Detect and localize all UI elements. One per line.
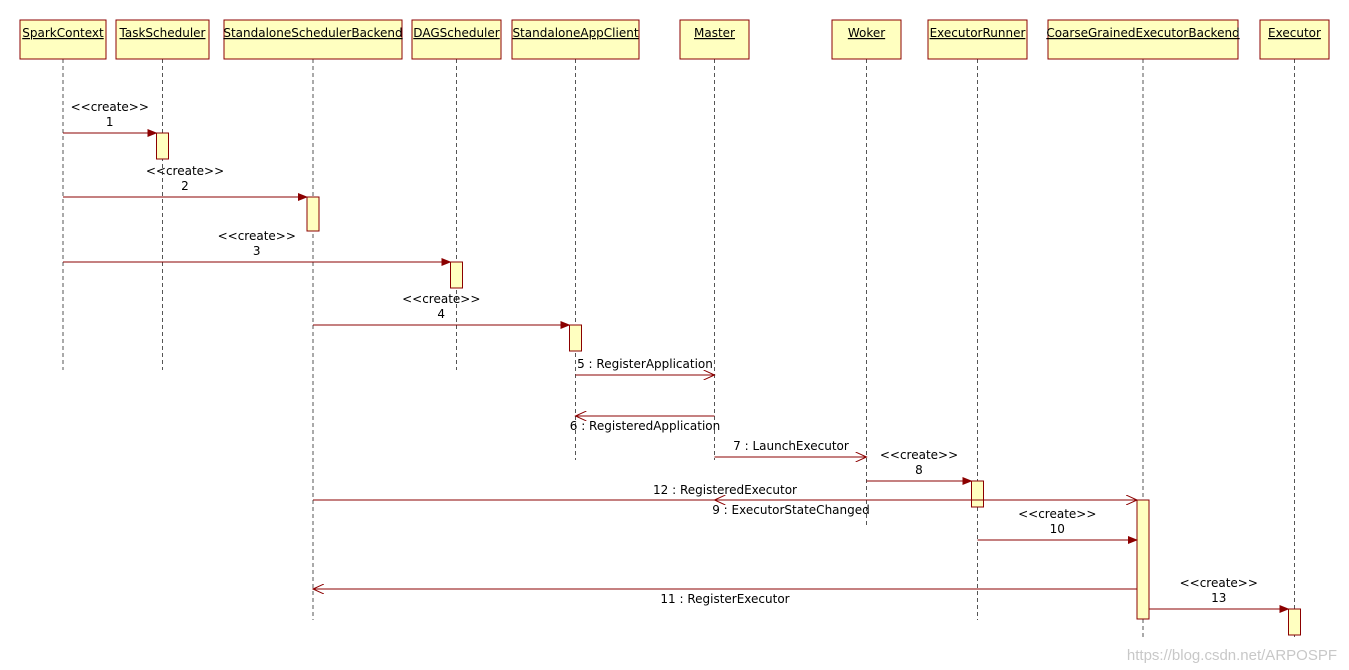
activation-bar-ssb bbox=[306, 196, 320, 232]
message-7: 7 : LaunchExecutor bbox=[714, 439, 867, 457]
message-number: 4 bbox=[437, 307, 445, 321]
message-stereotype: <<create>> bbox=[71, 100, 149, 114]
message-stereotype: <<create>> bbox=[1018, 507, 1096, 521]
message-13: <<create>>13 bbox=[1149, 576, 1290, 613]
participant-name: Master bbox=[694, 26, 735, 40]
activation-bar-er bbox=[971, 480, 984, 508]
participant-ssb: StandaloneSchedulerBackend bbox=[223, 19, 403, 60]
participant-name: StandaloneSchedulerBackend bbox=[223, 26, 402, 40]
participant-name: Woker bbox=[848, 26, 885, 40]
message-10: <<create>>10 bbox=[977, 507, 1138, 544]
participant-sc: SparkContext bbox=[19, 19, 107, 60]
participant-er: ExecutorRunner bbox=[927, 19, 1028, 60]
participant-name: StandaloneAppClient bbox=[512, 26, 638, 40]
participant-box bbox=[511, 19, 640, 60]
message-number: 1 bbox=[106, 115, 114, 129]
message-1: <<create>>1 bbox=[63, 100, 158, 137]
message-11: 11 : RegisterExecutor bbox=[313, 589, 1137, 606]
message-stereotype: <<create>> bbox=[218, 229, 296, 243]
message-stereotype: <<create>> bbox=[880, 448, 958, 462]
activation-bar-exe bbox=[1288, 608, 1301, 636]
message-number: 2 bbox=[181, 179, 189, 193]
participant-box bbox=[927, 19, 1028, 60]
message-stereotype: <<create>> bbox=[1180, 576, 1258, 590]
participant-box bbox=[679, 19, 750, 60]
message-label: 5 : RegisterApplication bbox=[577, 357, 713, 371]
participant-sac: StandaloneAppClient bbox=[511, 19, 640, 60]
participant-cgb: CoarseGrainedExecutorBackend bbox=[1046, 19, 1240, 60]
message-number: 3 bbox=[253, 244, 261, 258]
message-number: 10 bbox=[1050, 522, 1065, 536]
message-2: <<create>>2 bbox=[63, 164, 308, 201]
message-3: <<create>>3 bbox=[63, 229, 452, 266]
participant-name: ExecutorRunner bbox=[930, 26, 1026, 40]
participant-wok: Woker bbox=[831, 19, 902, 60]
message-4: <<create>>4 bbox=[313, 292, 571, 329]
participant-name: DAGScheduler bbox=[413, 26, 499, 40]
participant-box bbox=[411, 19, 502, 60]
watermark-text: https://blog.csdn.net/ARPOSPF bbox=[1126, 647, 1337, 664]
participant-box bbox=[223, 19, 403, 60]
participant-box bbox=[19, 19, 107, 60]
participant-ts: TaskScheduler bbox=[115, 19, 210, 60]
participant-dag: DAGScheduler bbox=[411, 19, 502, 60]
participant-name: Executor bbox=[1268, 26, 1321, 40]
participant-name: TaskScheduler bbox=[119, 26, 206, 40]
message-label: 7 : LaunchExecutor bbox=[733, 439, 849, 453]
activation-bar-ts bbox=[156, 132, 169, 160]
message-8: <<create>>8 bbox=[866, 448, 973, 485]
message-12: 12 : RegisteredExecutor bbox=[313, 483, 1137, 500]
message-number: 8 bbox=[915, 463, 923, 477]
participant-box bbox=[831, 19, 902, 60]
message-9: 9 : ExecutorStateChanged bbox=[712, 500, 870, 517]
message-label: 11 : RegisterExecutor bbox=[660, 592, 789, 606]
participant-box bbox=[1047, 19, 1239, 60]
message-label: 9 : ExecutorStateChanged bbox=[712, 503, 870, 517]
message-5: 5 : RegisterApplication bbox=[575, 357, 715, 375]
activation-bar-sac bbox=[569, 324, 582, 352]
message-stereotype: <<create>> bbox=[146, 164, 224, 178]
activation-bar-dag bbox=[450, 261, 463, 289]
participant-name: CoarseGrainedExecutorBackend bbox=[1046, 26, 1239, 40]
participant-box bbox=[1259, 19, 1330, 60]
participant-box bbox=[115, 19, 210, 60]
activation-bar-cgb bbox=[1136, 499, 1150, 620]
message-number: 13 bbox=[1211, 591, 1226, 605]
message-6: 6 : RegisteredApplication bbox=[570, 416, 721, 433]
message-stereotype: <<create>> bbox=[402, 292, 480, 306]
message-label: 12 : RegisteredExecutor bbox=[653, 483, 797, 497]
message-label: 6 : RegisteredApplication bbox=[570, 419, 721, 433]
participant-exe: Executor bbox=[1259, 19, 1330, 60]
participant-mas: Master bbox=[679, 19, 750, 60]
participant-name: SparkContext bbox=[22, 26, 104, 40]
